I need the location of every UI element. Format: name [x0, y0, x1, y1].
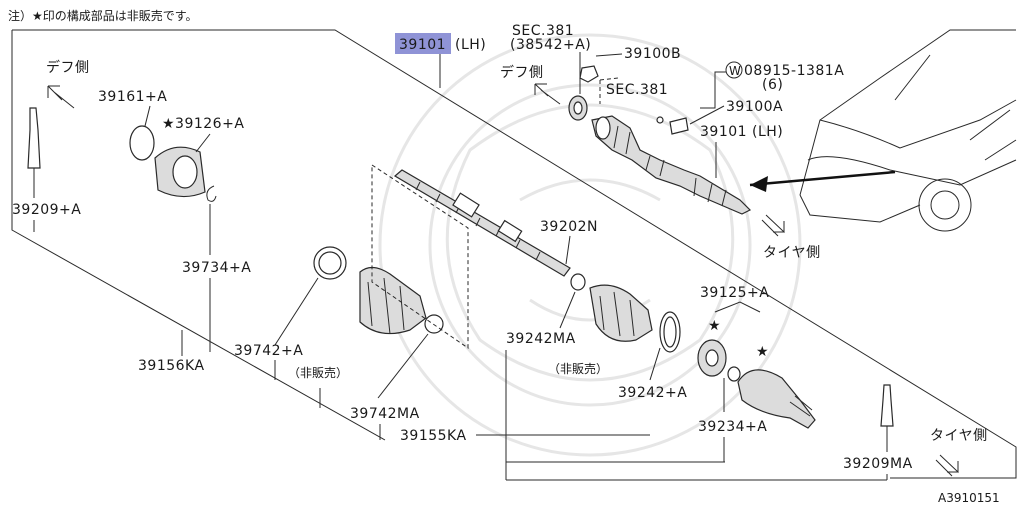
part-39209-grease[interactable]: [27, 107, 41, 198]
part-joint-snapring[interactable]: [727, 366, 741, 382]
highlighted-part-suffix: (LH): [455, 37, 486, 53]
washer-mark-icon: [725, 61, 743, 79]
label-sec381-a[interactable]: SEC.381: [512, 23, 574, 39]
part-39742ma-band[interactable]: [424, 314, 444, 334]
part-center-circlip[interactable]: [570, 273, 586, 291]
header-note: 注）★印の構成部品は非販売です。: [8, 8, 198, 23]
label-39209ma[interactable]: 39209MA: [843, 456, 913, 472]
label-sec381-a-sub[interactable]: (38542+A): [510, 37, 591, 53]
highlighted-part-number[interactable]: 39101: [399, 37, 446, 53]
label-39742ma[interactable]: 39742MA: [350, 406, 420, 422]
svg-text:タイヤ側: タイヤ側: [763, 245, 821, 261]
part-39161-cap[interactable]: [129, 125, 155, 161]
label-39234[interactable]: 39234+A: [698, 419, 767, 435]
part-outer-boot[interactable]: [589, 284, 653, 342]
svg-text:デフ側: デフ側: [500, 64, 544, 81]
part-39209ma-grease[interactable]: [880, 384, 894, 452]
part-39742-band[interactable]: [313, 246, 347, 280]
label-39202[interactable]: 39202N: [540, 219, 598, 235]
label-39126[interactable]: ★39126+A: [162, 116, 244, 132]
part-joint-bearing[interactable]: [697, 339, 727, 377]
tire-side-arrow-lower: タイヤ側: [930, 428, 988, 477]
svg-text:デフ側: デフ側: [46, 59, 90, 76]
part-39101-driveshaft-assembly[interactable]: [591, 115, 752, 215]
tire-side-arrow-right: タイヤ側: [761, 214, 821, 261]
label-39242[interactable]: 39242+A: [618, 385, 687, 401]
label-39100b[interactable]: 39100B: [624, 46, 681, 62]
diff-side-arrow-left: デフ側: [46, 59, 90, 109]
label-sec381-b[interactable]: SEC.381: [606, 82, 668, 98]
label-39242ma[interactable]: 39242MA: [506, 331, 576, 347]
highlight-box: [395, 33, 451, 54]
svg-text:タイヤ側: タイヤ側: [930, 428, 988, 444]
watermark-emblem: [378, 33, 802, 457]
washer-mark-letter: W: [729, 64, 741, 78]
part-boot-inner[interactable]: [359, 266, 427, 335]
label-39209[interactable]: 39209+A: [12, 202, 81, 218]
diagram-frame: [11, 29, 1017, 479]
label-39125[interactable]: 39125+A: [700, 285, 769, 301]
car-illustration: [749, 29, 1017, 232]
label-39161[interactable]: 39161+A: [98, 89, 167, 105]
part-outer-cv-joint[interactable]: [737, 369, 816, 429]
label-39101-lh[interactable]: 39101 (LH): [700, 124, 783, 140]
part-39242-band[interactable]: [659, 311, 681, 353]
label-39155[interactable]: 39155KA: [400, 428, 467, 444]
label-w-bolt[interactable]: 08915-1381A: [744, 63, 844, 79]
part-38542-seal[interactable]: [568, 95, 588, 121]
label-39734[interactable]: 39734+A: [182, 260, 251, 276]
label-39100a[interactable]: 39100A: [726, 99, 783, 115]
drawing-code: A3910151: [938, 491, 1000, 505]
part-39202-shaft[interactable]: [393, 169, 571, 277]
not-sold-note-2: （非販売）: [548, 361, 608, 376]
star-mark-2: ★: [756, 344, 769, 360]
part-39100b-nut[interactable]: [579, 65, 599, 83]
label-39156[interactable]: 39156KA: [138, 358, 205, 374]
part-39734-circlip[interactable]: [206, 185, 217, 202]
not-sold-note-1: （非販売）: [288, 365, 348, 380]
label-w-bolt-qty: (6): [762, 77, 783, 93]
diff-side-arrow-center: デフ側: [500, 64, 561, 105]
dashed-assembly-box: [371, 164, 469, 349]
label-39742[interactable]: 39742+A: [234, 343, 303, 359]
part-39126-housing[interactable]: [154, 146, 206, 198]
star-mark-1: ★: [708, 318, 721, 334]
part-39100a-bolt[interactable]: [656, 116, 689, 135]
